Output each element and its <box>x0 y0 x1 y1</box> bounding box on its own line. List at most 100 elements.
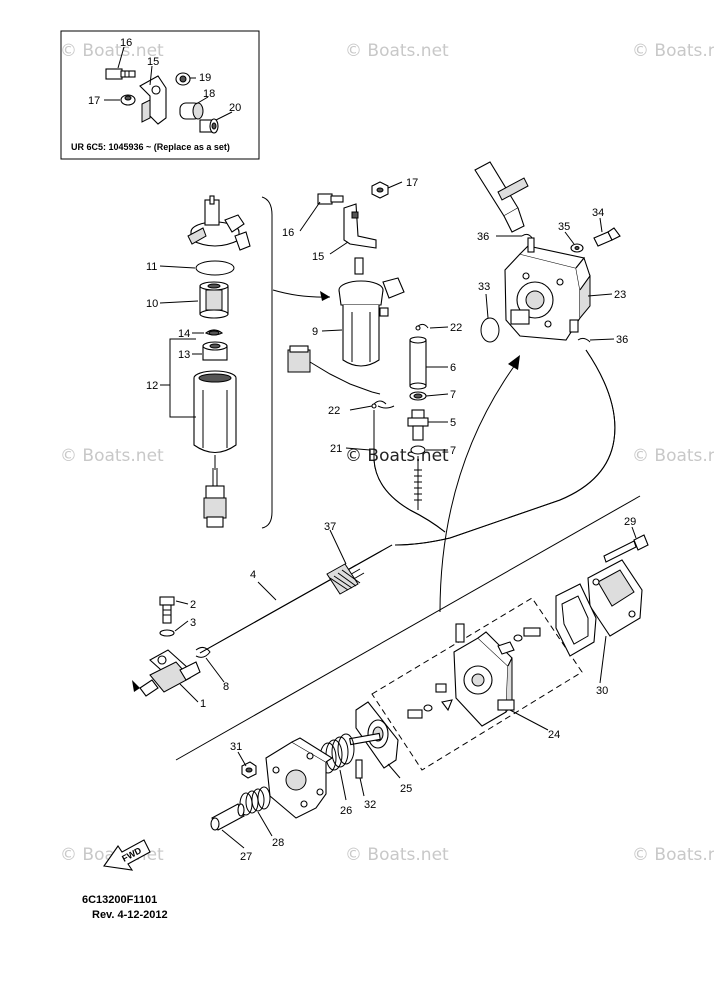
callout-22a: 22 <box>450 322 462 334</box>
clip-36b <box>577 337 591 343</box>
callout-11: 11 <box>146 261 157 273</box>
watermark: © Boats.net <box>345 41 449 61</box>
inset-grommet-18 <box>179 102 204 120</box>
clip-8 <box>195 646 211 658</box>
callout-20: 20 <box>229 102 241 114</box>
fwd-arrow: FWD <box>103 839 151 871</box>
nut-31 <box>241 761 257 779</box>
callout-1: 1 <box>200 698 206 710</box>
clamp-7a <box>409 391 427 401</box>
bolt-34 <box>593 227 621 247</box>
callout-23: 23 <box>614 289 626 301</box>
filter-assembled: 16 17 15 9 22 6 7 5 22 7 <box>282 177 462 457</box>
filter-element-10 <box>199 281 229 319</box>
callout-7b: 7 <box>450 445 456 457</box>
callout-10: 10 <box>146 298 158 310</box>
callout-13: 13 <box>178 349 190 361</box>
watermark: © Boats.net <box>632 41 714 61</box>
diagram-code: 6C13200F1101 <box>82 894 157 906</box>
dashed-box-24 <box>371 597 583 771</box>
bolt-29 <box>603 534 649 563</box>
callout-2: 2 <box>190 599 196 611</box>
inset-nut-17 <box>120 94 136 106</box>
lower-pump-assembly: 29 30 24 25 32 26 31 28 27 <box>210 516 649 863</box>
o-ring-33 <box>480 317 500 343</box>
diaphragm-25 <box>349 701 399 769</box>
bracket-15 <box>343 203 377 249</box>
watermark: © Boats.net <box>632 446 714 466</box>
watermark: © Boats.net <box>345 845 449 865</box>
callout-31: 31 <box>230 741 242 753</box>
callout-8: 8 <box>223 681 229 693</box>
revision-date: Rev. 4-12-2012 <box>92 909 168 921</box>
callout-16b: 16 <box>282 227 294 239</box>
fuel-connector-1 <box>132 649 201 697</box>
callout-30: 30 <box>596 685 608 697</box>
callout-19: 19 <box>199 72 211 84</box>
callout-17b: 17 <box>406 177 418 189</box>
hose-6 <box>409 336 427 390</box>
callout-16: 16 <box>120 37 132 49</box>
bolt-2 <box>159 596 175 624</box>
callout-29: 29 <box>624 516 636 528</box>
nut-13 <box>202 341 228 361</box>
watermark: © Boats.net <box>632 845 714 865</box>
inset-bolt-16 <box>105 68 136 80</box>
callout-14: 14 <box>178 328 190 340</box>
sensor-harness <box>287 345 381 395</box>
clip-14 <box>204 329 224 336</box>
pin-32 <box>355 759 363 779</box>
callout-3: 3 <box>190 617 196 629</box>
washer-3 <box>159 629 175 637</box>
inset-note: UR 6C5: 1045936 ~ (Replace as a set) <box>71 142 230 152</box>
nut-17 <box>371 181 389 199</box>
callout-9: 9 <box>312 326 318 338</box>
callout-7a: 7 <box>450 389 456 401</box>
bolt-16 <box>317 193 344 205</box>
callout-27: 27 <box>240 851 252 863</box>
joint-5 <box>407 409 429 441</box>
filter-head <box>187 195 251 251</box>
callout-15b: 15 <box>312 251 324 263</box>
pump-body-24 <box>453 623 515 727</box>
callout-12: 12 <box>146 380 158 392</box>
callout-18: 18 <box>203 88 215 100</box>
callout-26: 26 <box>340 805 352 817</box>
section-divider <box>175 495 641 761</box>
callout-28: 28 <box>272 837 284 849</box>
o-ring-11 <box>195 260 235 276</box>
callout-36b: 36 <box>616 334 628 346</box>
filter-exploded: 11 10 14 13 12 <box>146 195 331 529</box>
inset-collar-20 <box>199 118 219 134</box>
inset-grommet-19 <box>175 72 191 86</box>
clamp-7b <box>410 445 426 455</box>
plunger-27 <box>210 803 245 831</box>
callout-37: 37 <box>324 521 336 533</box>
callout-24: 24 <box>548 729 560 741</box>
callout-21: 21 <box>330 443 342 455</box>
callout-22b: 22 <box>328 405 340 417</box>
callout-32: 32 <box>364 799 376 811</box>
callout-25: 25 <box>400 783 412 795</box>
filter-body-9 <box>338 257 405 367</box>
fuel-pump-23: 36 35 34 33 23 36 <box>474 161 628 346</box>
watermarks: © Boats.net © Boats.net © Boats.net © Bo… <box>60 41 714 865</box>
callout-36a: 36 <box>477 231 489 243</box>
callout-33: 33 <box>478 281 490 293</box>
watermark: © Boats.net <box>60 446 164 466</box>
sensor-connector <box>203 468 227 528</box>
pump-housing <box>265 737 334 819</box>
callout-15: 15 <box>147 56 159 68</box>
hoses: 21 <box>330 349 616 613</box>
callout-4: 4 <box>250 569 256 581</box>
inset-box: 16 15 19 17 18 20 UR 6C5: 1045936 ~ (Rep… <box>60 30 260 160</box>
callout-6: 6 <box>450 362 456 374</box>
clip-36a <box>521 233 533 239</box>
cover-30 <box>587 559 643 637</box>
callout-34: 34 <box>592 207 604 219</box>
callout-5: 5 <box>450 417 456 429</box>
bowl-12 <box>193 370 237 470</box>
fuel-line-4: 2 3 8 1 4 37 <box>132 521 393 710</box>
clip-22b <box>371 400 395 409</box>
callout-35: 35 <box>558 221 570 233</box>
